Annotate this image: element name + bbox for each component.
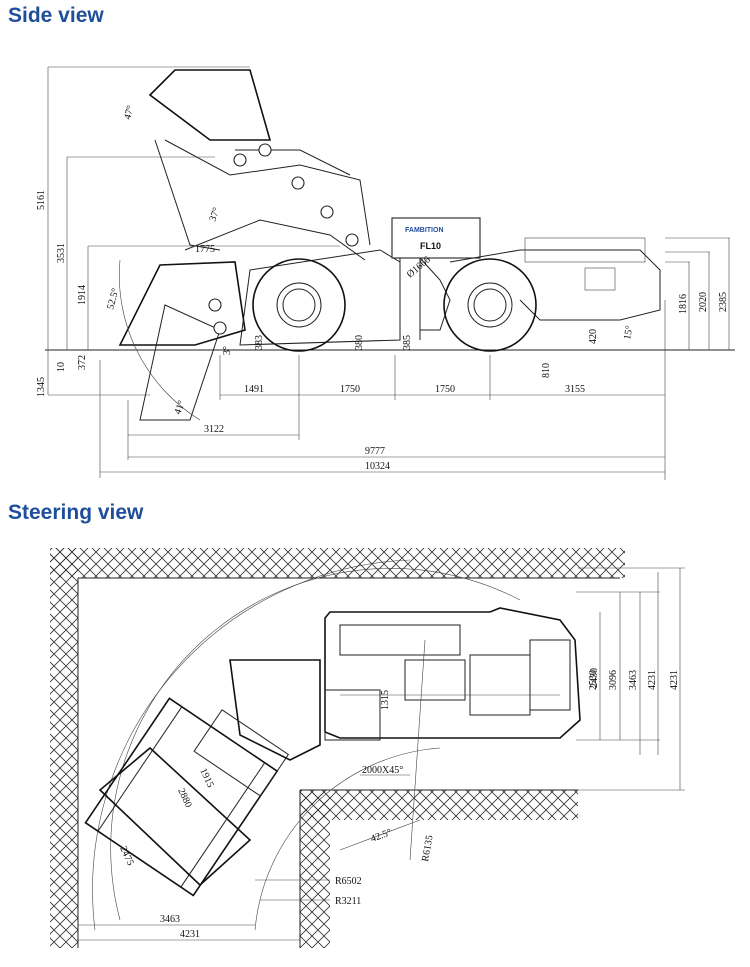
- dim-axle-mid: 380: [354, 335, 365, 350]
- dim-axle-to-hinge: 1750: [340, 384, 360, 395]
- steering-view-title: Steering view: [8, 501, 144, 524]
- dim-axle-right: 385: [402, 335, 413, 350]
- dim-length-bucket-down: 9777: [365, 446, 385, 457]
- dim-bottom-2: 4231: [180, 929, 200, 940]
- dim-body-height: 1816: [678, 294, 689, 314]
- front-frame: [239, 249, 401, 346]
- steering-view-dims: 2530 3096 3463 4231 4231 2430 1315 2000X…: [117, 668, 680, 940]
- dim-hinge-width: 2430: [589, 668, 600, 688]
- dim-width-4: 4231: [647, 670, 658, 690]
- dim-reach: 1775: [195, 244, 215, 255]
- outer-wall-left: [50, 548, 78, 948]
- front-frame-top: [229, 659, 321, 761]
- dim-width-2: 3096: [608, 670, 619, 690]
- dim-dig-small: 10: [56, 362, 67, 372]
- dim-bucket-width: 1915: [197, 767, 215, 790]
- dim-width-5: 4231: [669, 670, 680, 690]
- outer-turn-arc: [92, 559, 411, 931]
- raised-bucket: [148, 69, 272, 141]
- inner-wall-top: [300, 790, 578, 820]
- angle-dump-mid: 37°: [207, 206, 222, 223]
- dim-axle-left: 383: [254, 335, 265, 350]
- dim-ground-clear: 810: [541, 363, 552, 378]
- inner-wall-left: [300, 790, 330, 948]
- angle-dump-top: 47°: [122, 104, 136, 120]
- front-wheel: [252, 258, 346, 352]
- dim-front-to-axle: 1491: [244, 384, 264, 395]
- dim-bucket-side: 2475: [117, 845, 135, 868]
- dim-frame-width: 1315: [380, 690, 391, 710]
- brand-label: FAMBITION: [405, 227, 444, 234]
- lift-arm: [164, 139, 371, 246]
- steering-view-drawing: [50, 548, 685, 948]
- dim-rear-clear: 420: [588, 329, 599, 344]
- outer-wall-top: [50, 548, 625, 578]
- rear-wheel: [443, 258, 537, 352]
- dim-inner-radius: R6135: [420, 834, 435, 862]
- dim-dig-depth: 372: [77, 355, 88, 370]
- dim-pin-height: 1914: [77, 285, 88, 305]
- side-view-dims: 47° 37° 52.5° 41° 3° 15° 5161 3531 1914 …: [36, 104, 729, 472]
- angle-rollback: 52.5°: [105, 287, 121, 311]
- dim-inner-turn: R3211: [335, 896, 361, 907]
- inner-turn-arc: [254, 747, 441, 931]
- dim-bottom: 1345: [36, 377, 47, 397]
- side-view-drawing: FAMBITION FL10: [45, 66, 735, 480]
- dim-bucket-reach: 3122: [204, 424, 224, 435]
- dim-width-3: 3463: [628, 670, 639, 690]
- bucket-top: [84, 697, 279, 897]
- angle-dig: 41°: [172, 399, 187, 416]
- side-view-title: Side view: [8, 4, 104, 27]
- lowered-bucket: [118, 261, 246, 346]
- dim-length-total: 10324: [365, 461, 390, 472]
- dim-max-height: 5161: [36, 190, 47, 210]
- dim-canopy-height: 2020: [698, 292, 709, 312]
- dim-cab-height: 2385: [718, 292, 729, 312]
- cab: [391, 217, 481, 259]
- dim-outer-radius: R6502: [335, 876, 362, 887]
- angle-front-small: 3°: [222, 346, 233, 355]
- dim-bottom-1: 3463: [160, 914, 180, 925]
- angle-rear-departure: 15°: [622, 325, 635, 341]
- dim-dump-height: 3531: [56, 243, 67, 263]
- dim-rear-overhang: 3155: [565, 384, 585, 395]
- dim-inner-chamfer: 2000X45°: [362, 765, 403, 776]
- rear-frame-top: [324, 607, 581, 739]
- dim-bucket-diag: 2880: [175, 787, 193, 810]
- machine-label: FL10: [420, 241, 441, 251]
- dim-width-1: 2530: [588, 670, 599, 690]
- rear-frame: [449, 249, 661, 321]
- dim-articulation: 42.5°: [369, 827, 393, 845]
- dim-hinge-to-axle: 1750: [435, 384, 455, 395]
